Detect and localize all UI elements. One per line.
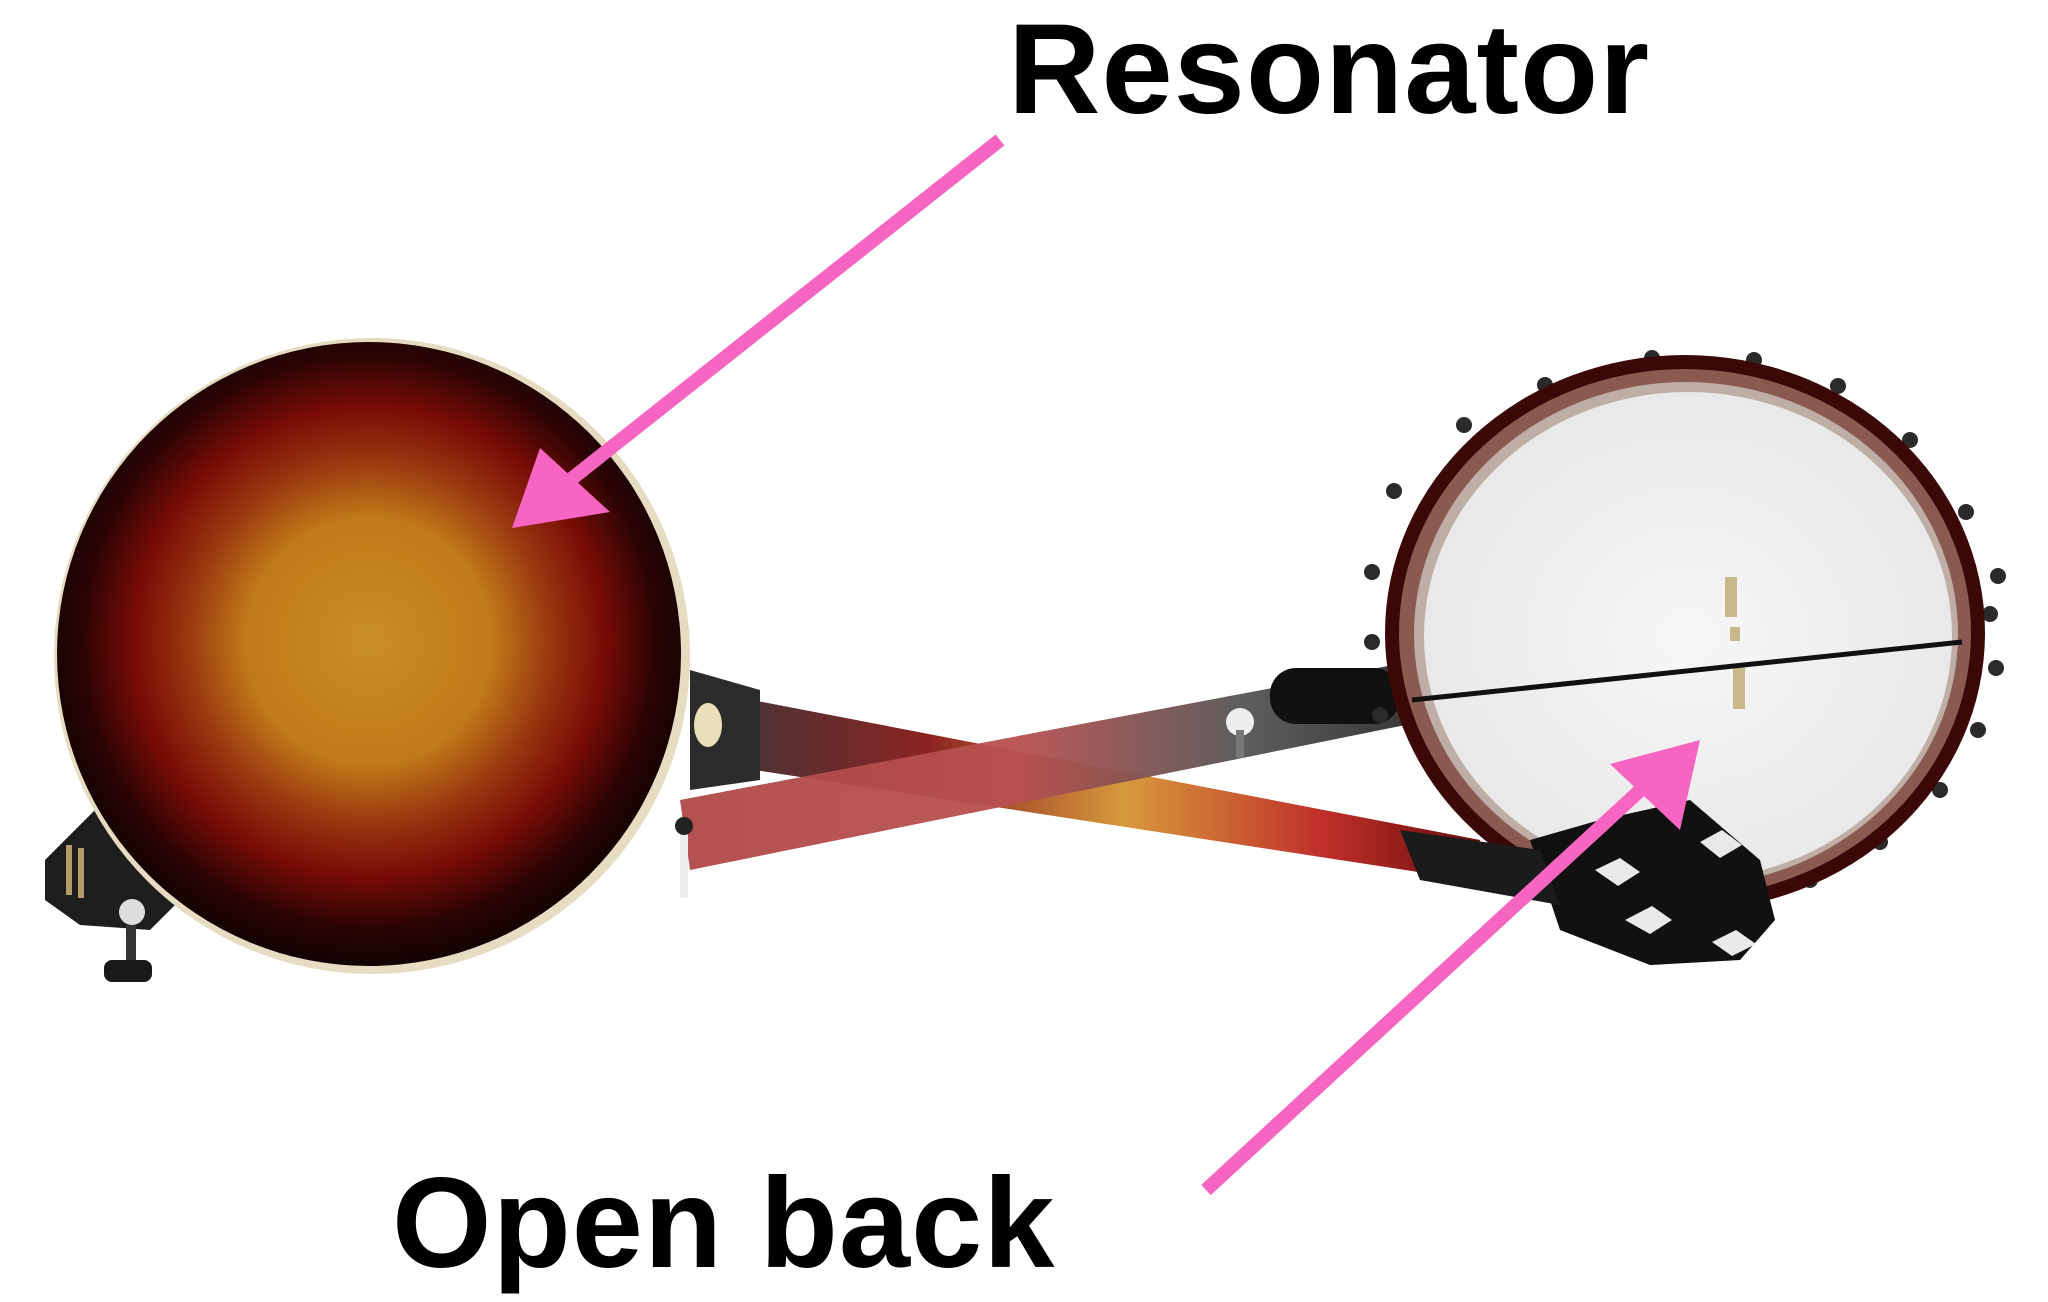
open-back-banjo [1364, 350, 2006, 965]
resonator-banjo-back [45, 338, 690, 982]
resonator-label: Resonator [1008, 0, 1650, 141]
open-back-label: Open back [392, 1152, 1056, 1295]
banjo-necks [675, 660, 1480, 898]
resonator-arrow [512, 134, 1005, 528]
open-back-arrow [1201, 740, 1700, 1196]
